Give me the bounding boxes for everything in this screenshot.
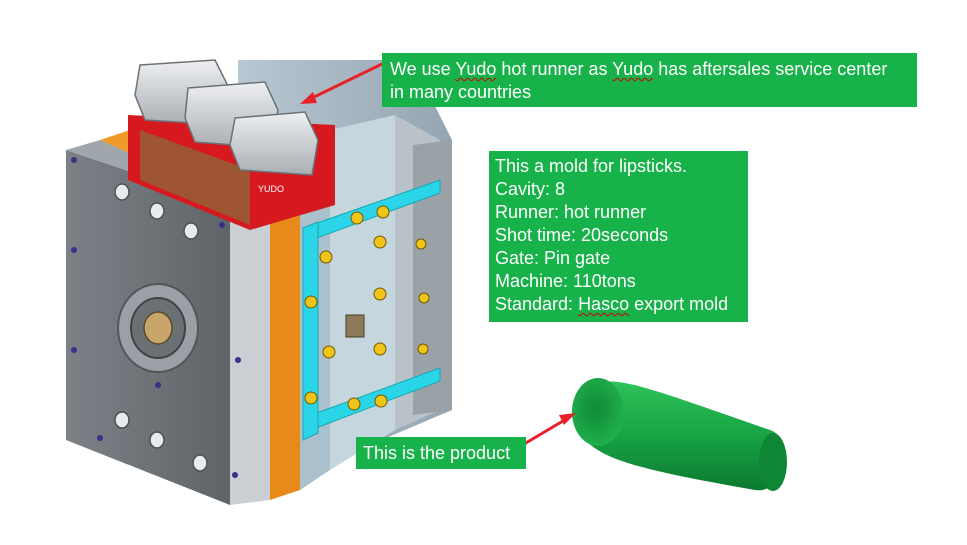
- spec-runner: Runner: hot runner: [495, 202, 647, 222]
- center-plate: [345, 314, 365, 338]
- lipstick-product: [572, 378, 787, 491]
- spec-shot-time: Shot time: 20seconds: [495, 225, 669, 245]
- product-text: This is the product: [363, 443, 511, 463]
- locating-ring: [117, 283, 199, 373]
- spec-callout: This a mold for lipsticks. Cavity: 8 Run…: [489, 151, 748, 322]
- spec-gate: Gate: Pin gate: [495, 248, 611, 268]
- hot-runner-grid: [140, 130, 250, 225]
- screw-dots: [71, 157, 241, 478]
- product-callout: This is the product: [356, 437, 526, 469]
- spec-cavity: Cavity: 8: [495, 179, 566, 199]
- cooling-channels: [302, 179, 441, 441]
- standard-word: Hasco: [578, 294, 630, 314]
- hot-runner-line-2: in many countries: [390, 82, 532, 102]
- mold-label: YUDO: [258, 184, 284, 194]
- orange-plate: [270, 200, 300, 500]
- spec-title: This a mold for lipsticks.: [495, 156, 688, 176]
- connector-caps: [134, 59, 319, 176]
- brand-word: Yudo: [455, 59, 497, 79]
- mold-body: YUDO: [66, 59, 452, 505]
- hot-runner-line-1: We use Yudo hot runner as Yudo has after…: [390, 59, 888, 79]
- water-fitting-icon: [304, 205, 430, 411]
- brand-word: Yudo: [612, 59, 654, 79]
- spec-machine: Machine: 110tons: [495, 271, 636, 291]
- hot-runner-callout: We use Yudo hot runner as Yudo has after…: [382, 53, 917, 107]
- spec-standard: Standard: Hasco export mold: [495, 294, 729, 314]
- bolt-hole-icon: [114, 183, 208, 472]
- front-plate-edge: [230, 205, 270, 505]
